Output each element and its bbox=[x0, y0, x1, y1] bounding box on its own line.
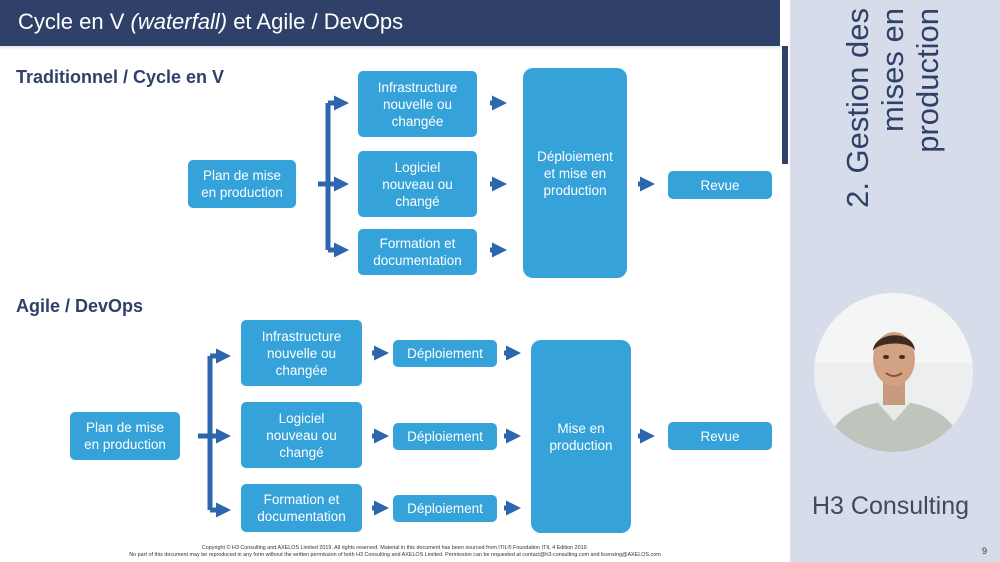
agile-training-box: Formation et documentation bbox=[241, 484, 362, 532]
agile-review-box: Revue bbox=[668, 422, 772, 450]
traditional-heading: Traditionnel / Cycle en V bbox=[16, 67, 225, 87]
agile-heading: Agile / DevOps bbox=[16, 296, 144, 316]
slide-title: Cycle en V (waterfall) et Agile / DevOps bbox=[18, 9, 404, 34]
copyright-notice: Copyright © H3 Consulting and AXELOS Lim… bbox=[105, 545, 685, 559]
agile-deploy-box-2: Déploiement bbox=[393, 423, 497, 450]
side-panel bbox=[790, 0, 1000, 562]
presenter-video bbox=[814, 293, 973, 452]
agile-software-box: Logiciel nouveau ou changé bbox=[241, 402, 362, 468]
agile-bracket-icon bbox=[198, 356, 213, 510]
agile-deploy-box-3: Déploiement bbox=[393, 495, 497, 522]
agile-deploy-box-1: Déploiement bbox=[393, 340, 497, 367]
diagram-connectors bbox=[198, 95, 655, 518]
brand-logo-text: H3 Consulting bbox=[812, 492, 970, 520]
agile-plan-box: Plan de mise en production bbox=[70, 412, 180, 460]
traditional-review-box: Revue bbox=[668, 171, 772, 199]
traditional-software-box: Logiciel nouveau ou changé bbox=[358, 151, 477, 217]
presenter-avatar-icon bbox=[814, 293, 973, 452]
vertical-section-title: 2. Gestion des mises en production bbox=[840, 8, 950, 232]
traditional-infrastructure-box: Infrastructure nouvelle ou changée bbox=[358, 71, 477, 137]
traditional-deployment-box: Déploiement et mise en production bbox=[523, 68, 627, 278]
vertical-section-title-text: 2. Gestion des mises en production bbox=[840, 8, 945, 208]
page-number: 9 bbox=[982, 546, 988, 556]
agile-infrastructure-box: Infrastructure nouvelle ou changée bbox=[241, 320, 362, 386]
copyright-line-1: Copyright © H3 Consulting and AXELOS Lim… bbox=[201, 545, 589, 551]
agile-release-box: Mise en production bbox=[531, 340, 631, 533]
title-shadow bbox=[0, 46, 782, 50]
side-accent-band bbox=[782, 46, 788, 164]
title-bar: Cycle en V (waterfall) et Agile / DevOps bbox=[0, 0, 780, 46]
copyright-line-2: No part of this document may be reproduc… bbox=[129, 552, 661, 558]
traditional-bracket-icon bbox=[318, 103, 331, 250]
traditional-training-box: Formation et documentation bbox=[358, 229, 477, 275]
traditional-plan-box: Plan de mise en production bbox=[188, 160, 296, 208]
